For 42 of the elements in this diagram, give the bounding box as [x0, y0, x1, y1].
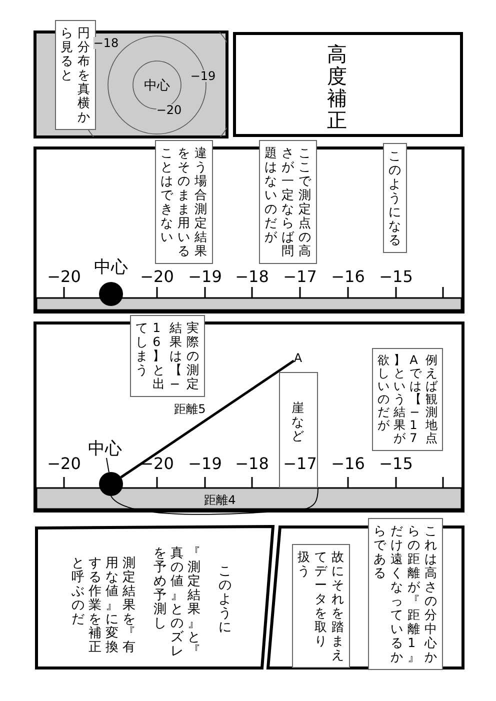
- scale-label: −19: [190, 70, 216, 82]
- scale-label: −20: [47, 456, 81, 472]
- distance-line: [120, 360, 295, 478]
- cliff-box: [279, 372, 318, 488]
- scale-label: −15: [379, 269, 413, 285]
- scale-label: −20: [156, 104, 182, 116]
- distance-line: [110, 488, 318, 515]
- vertical-text: 『測定結果』と『真の値』とのズレを予め予測し: [153, 547, 201, 659]
- title-panel: [233, 32, 463, 137]
- panel-frame: [35, 525, 275, 670]
- scale-label: −17: [283, 269, 317, 285]
- caption-box: 円分布を真横から見ると: [55, 20, 96, 130]
- caption-box: これは高さの分中心からの距離が『距離1』だけ遠くなっているからである: [368, 518, 443, 670]
- scale-label: −18: [235, 269, 269, 285]
- scale-label: −20: [47, 269, 81, 285]
- leader-line: [106, 458, 110, 473]
- caption-box: 違う場合測定結果をそのまま用いることはできない: [155, 140, 213, 264]
- scale-label: −18: [93, 37, 119, 49]
- vertical-text: このように: [218, 565, 232, 637]
- caption-box: このようになる: [383, 143, 407, 253]
- scale-label: −18: [235, 456, 269, 472]
- vertical-text: 測定結果を『有用な値』に変換する作業を補正と呼ぶのだ: [71, 557, 136, 655]
- caption-box: ここで測定点の高さが一定ならば問題はないのだが: [259, 140, 317, 264]
- edge-label: 距離5: [173, 402, 207, 416]
- point-label: A: [294, 352, 302, 364]
- caption-box: 故にそれを踏まえてデータを取り扱う: [292, 544, 350, 668]
- vertical-text: 崖など: [291, 401, 305, 443]
- scale-label: −20: [140, 456, 174, 472]
- scale-label: −16: [331, 269, 365, 285]
- center-label: 中心: [94, 260, 128, 276]
- center-label: 中心: [88, 441, 122, 458]
- scale-label: −16: [331, 456, 365, 472]
- edge-label: 距離4: [203, 493, 237, 507]
- scale-label: −17: [283, 456, 317, 472]
- scale-label: −19: [188, 269, 222, 285]
- center-label: 中心: [144, 80, 170, 92]
- scale-label: −15: [379, 456, 413, 472]
- caption-box: 例えば観測地点Aでは【−17】という結果が欲しいのだが: [372, 348, 443, 451]
- caption-box: 実際の測定結果は【−16】と出てしまう: [130, 315, 205, 397]
- title-text: 高度補正: [326, 43, 348, 131]
- scale-label: −20: [140, 269, 174, 285]
- scale-label: −19: [188, 456, 222, 472]
